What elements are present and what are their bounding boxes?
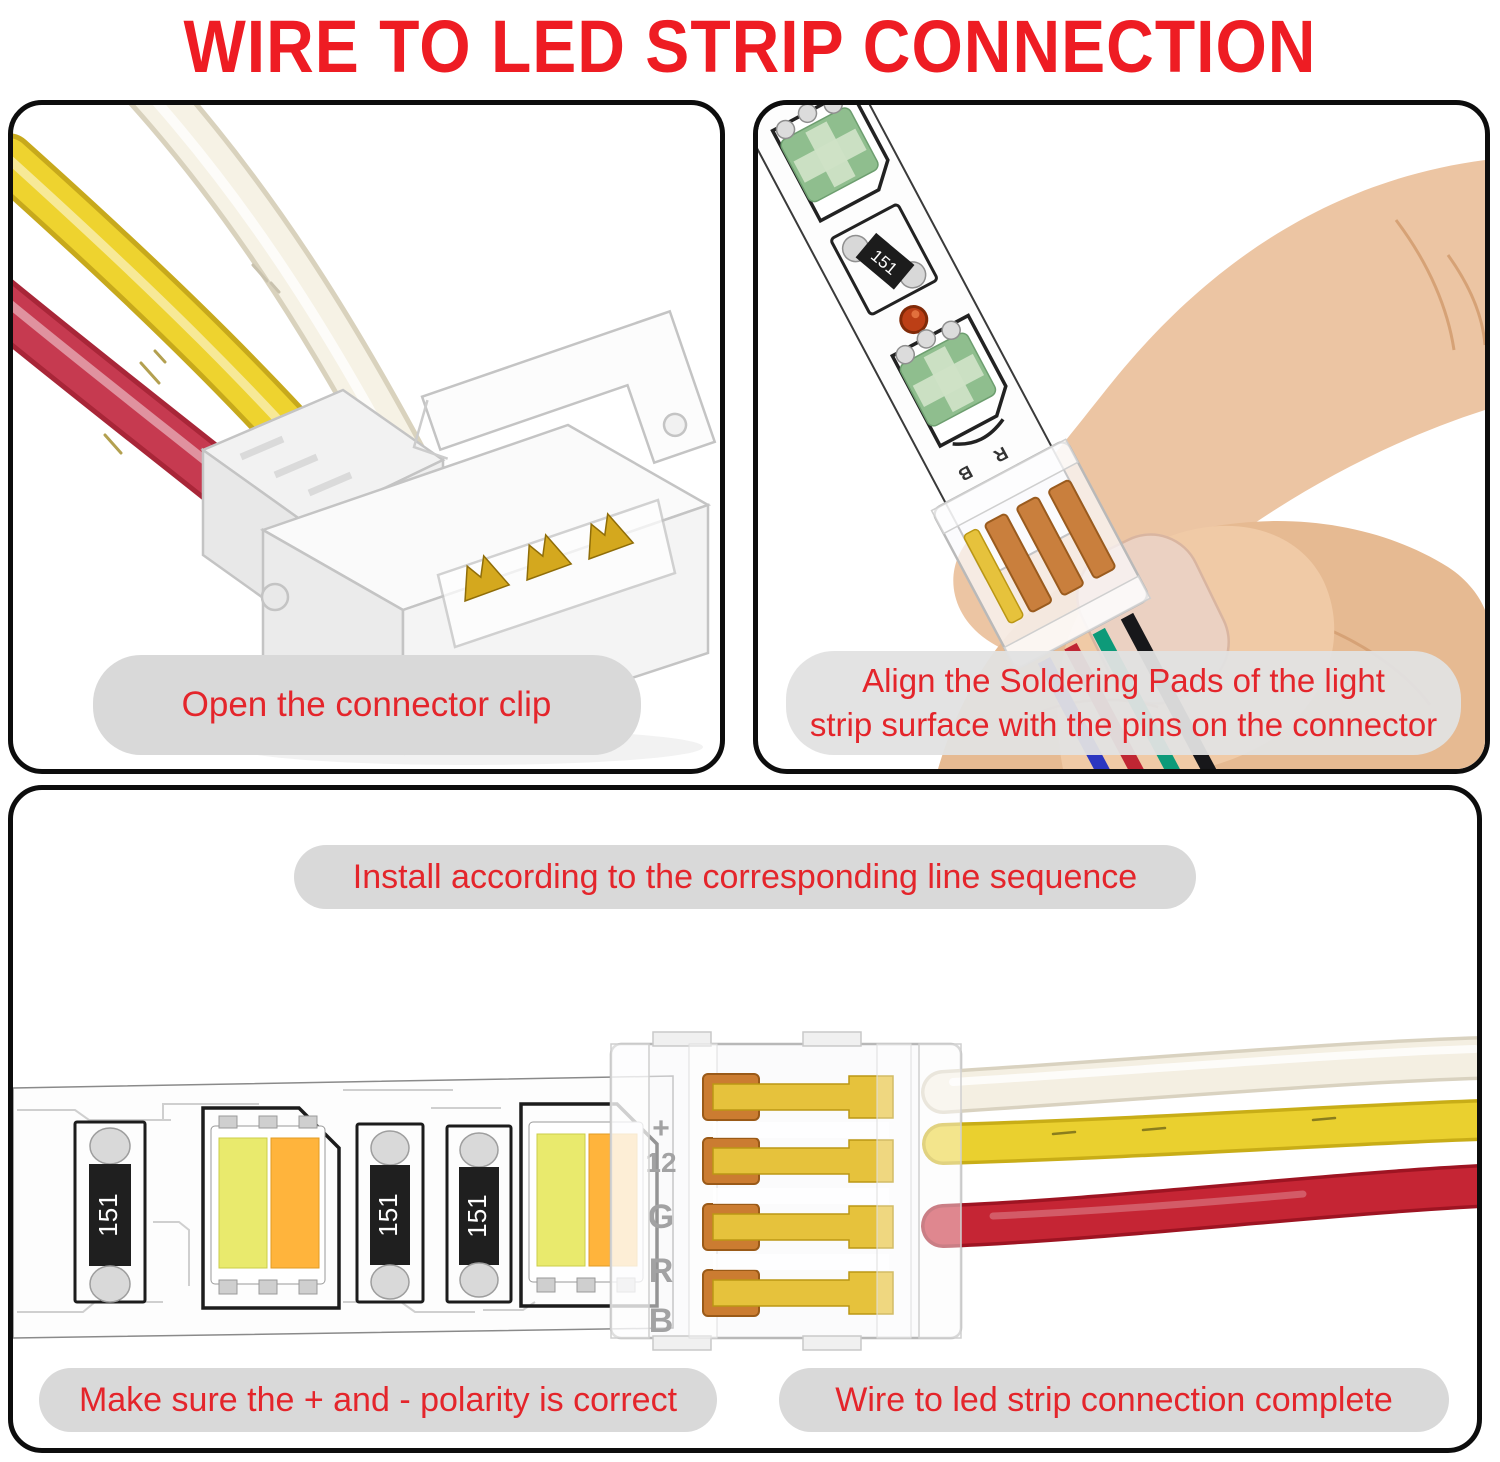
step3-caption-top-text: Install according to the corresponding l… <box>352 857 1138 896</box>
connector-right-rib <box>918 1043 962 1339</box>
step2-caption-line2: strip surface with the pins on the conne… <box>809 706 1438 743</box>
step1-caption: Open the connector clip <box>92 655 641 755</box>
strip-connector <box>930 438 1152 671</box>
resistor: 151 <box>73 1120 147 1304</box>
led-strip: 151 <box>13 1075 677 1340</box>
step3-photo-strip-connected: 151 <box>13 1031 1477 1351</box>
step3-caption-top: Install according to the corresponding l… <box>294 845 1196 909</box>
resistor: 151 <box>445 1124 513 1304</box>
page-title: WIRE TO LED STRIP CONNECTION <box>183 4 1317 88</box>
step3-caption-polarity-text: Make sure the + and - polarity is correc… <box>78 1380 678 1419</box>
diode-dot <box>899 305 929 335</box>
strip-connector <box>609 1031 963 1351</box>
resistor: 151 <box>830 203 938 316</box>
resistor: 151 <box>355 1122 425 1304</box>
step3-caption-complete: Wire to led strip connection complete <box>779 1368 1449 1432</box>
step1-caption-text: Open the connector clip <box>181 684 552 724</box>
green-led-chip <box>770 105 890 224</box>
resistor-label: 151 <box>93 1193 123 1236</box>
step2-panel: 151 R B <box>753 100 1490 774</box>
gold-strips <box>712 1075 894 1315</box>
step2-caption: Align the Soldering Pads of the light st… <box>786 651 1461 755</box>
output-wires <box>921 1036 1477 1248</box>
green-led-chip <box>889 313 1008 449</box>
resistor-label: 151 <box>462 1194 492 1237</box>
step1-panel: Open the connector clip <box>8 100 725 774</box>
resistor-label: 151 <box>373 1193 403 1236</box>
step3-caption-polarity: Make sure the + and - polarity is correc… <box>39 1368 717 1432</box>
step3-panel: 151 <box>8 785 1482 1453</box>
gold-pins <box>464 512 635 603</box>
step2-caption-line1: Align the Soldering Pads of the light <box>862 662 1385 700</box>
open-lid <box>412 309 717 465</box>
dual-color-led-chip <box>201 1106 341 1310</box>
connector-right-rib <box>876 1043 912 1339</box>
step3-caption-complete-text: Wire to led strip connection complete <box>835 1380 1393 1419</box>
